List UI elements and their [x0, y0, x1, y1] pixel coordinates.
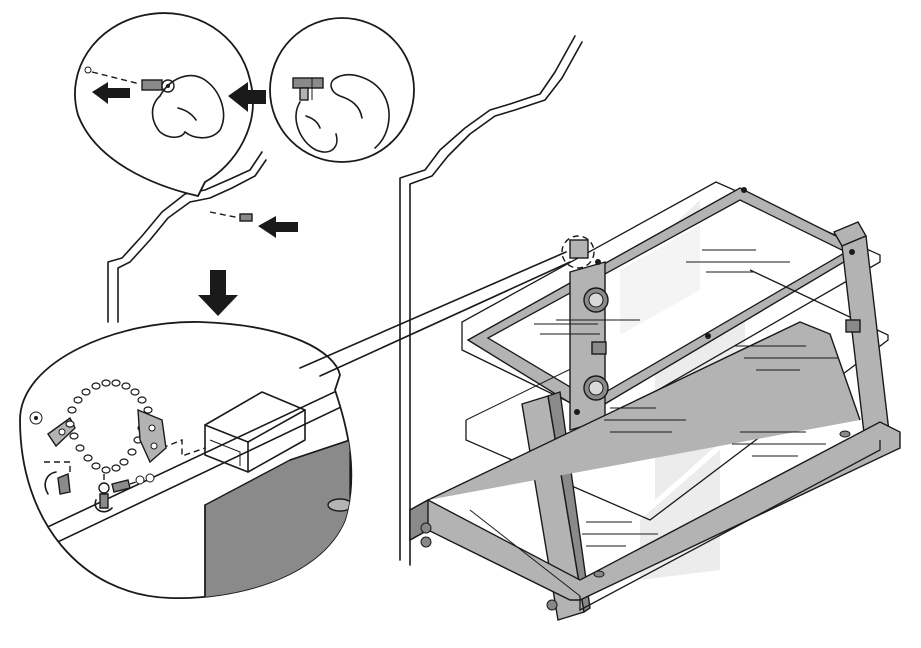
wall-hole-icon — [84, 66, 92, 74]
sequence-arrow-icon — [228, 82, 266, 112]
wall-right-fragment — [399, 35, 583, 566]
push-arrow-icon — [258, 216, 298, 238]
anchor-clip-icon — [141, 79, 175, 93]
top-bracket-highlight — [561, 235, 595, 269]
screw-icon — [94, 470, 113, 513]
finger-icon — [151, 74, 225, 139]
screw-icon — [44, 461, 71, 495]
bottom-glass-shelf — [579, 440, 881, 612]
wall-anchor-detail — [209, 211, 298, 238]
screw-icon — [111, 473, 155, 493]
safety-chain-icon — [65, 379, 153, 474]
detail-circle-insert-anchor — [74, 12, 254, 198]
tv-stand — [409, 181, 901, 621]
detail-circle-safety-chain — [19, 321, 353, 600]
push-arrow-icon — [92, 82, 130, 104]
finger-icon — [295, 74, 390, 153]
mount-bracket — [204, 391, 306, 473]
detail-circle-prepare-anchor — [269, 17, 415, 163]
anchor-clip-icon — [292, 77, 324, 101]
wall-left-fragment — [107, 151, 267, 323]
down-arrow-icon — [198, 270, 238, 316]
